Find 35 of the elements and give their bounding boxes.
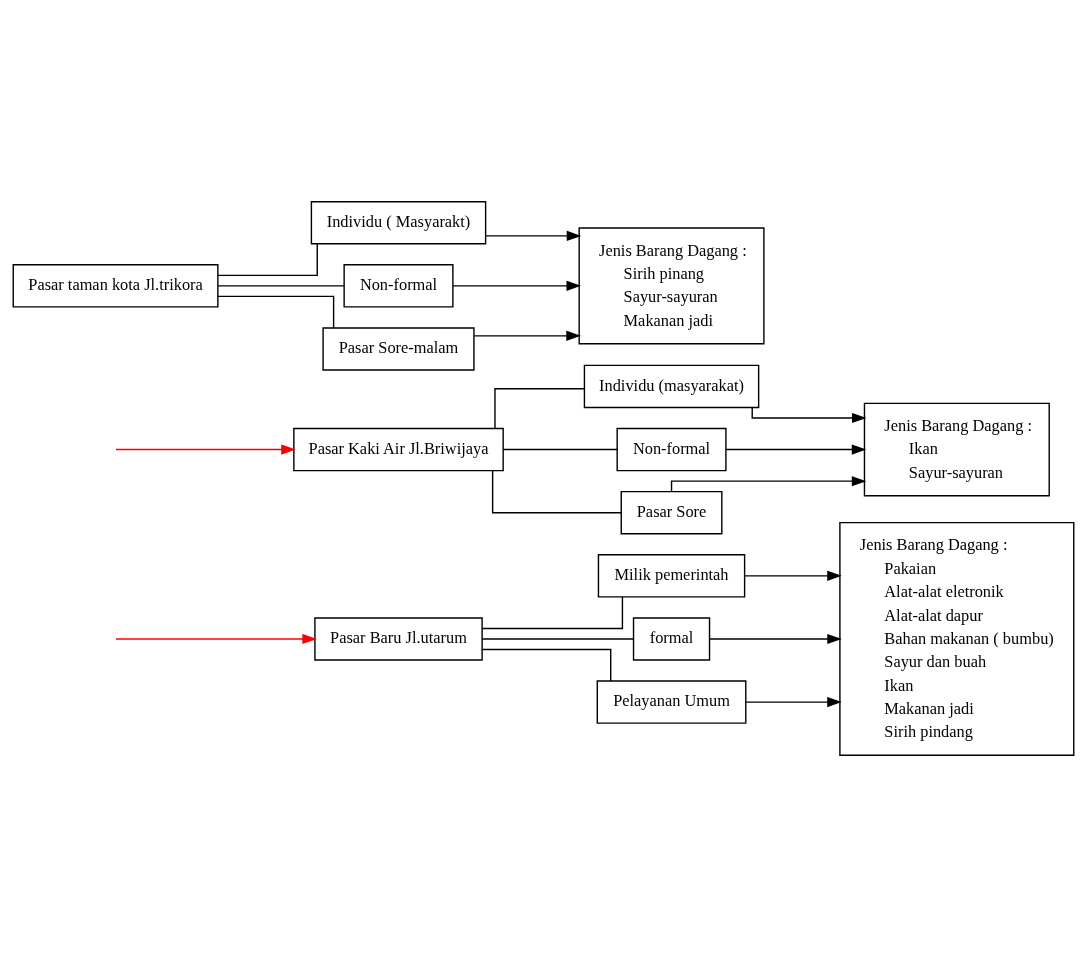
connector bbox=[481, 596, 624, 630]
connector bbox=[481, 648, 612, 682]
connector bbox=[217, 295, 335, 329]
connector bbox=[502, 448, 618, 451]
node-box: Individu (masyarakat) bbox=[583, 364, 760, 409]
arrow bbox=[745, 697, 842, 708]
connector bbox=[481, 638, 634, 640]
node-box: Pasar Kaki Air Jl.Briwijaya bbox=[293, 427, 504, 472]
node-box: Pasar Sore bbox=[620, 490, 723, 535]
node-box: Pasar Sore-malam bbox=[322, 327, 475, 371]
arrow bbox=[473, 330, 581, 341]
node-box: Jenis Barang Dagang : Ikan Sayur-sayuran bbox=[863, 402, 1050, 497]
node-box: Milik pemerintah bbox=[597, 554, 746, 598]
connector bbox=[491, 470, 622, 514]
connector bbox=[217, 243, 318, 277]
arrow bbox=[452, 280, 581, 291]
node-box: Pelayanan Umum bbox=[596, 680, 747, 724]
node-box: Pasar taman kota Jl.trikora bbox=[12, 264, 219, 308]
arrow bbox=[484, 230, 582, 241]
connector bbox=[217, 285, 345, 287]
arrow bbox=[725, 444, 867, 455]
arrow bbox=[751, 406, 867, 424]
node-box: Individu ( Masyarakt) bbox=[310, 201, 487, 245]
arrow bbox=[743, 570, 842, 581]
connector bbox=[494, 388, 585, 429]
arrow bbox=[115, 444, 296, 455]
arrow bbox=[670, 476, 867, 493]
node-box: Non-formal bbox=[616, 427, 727, 472]
node-box: Jenis Barang Dagang : Pakaian Alat-alat eletronik Alat-alat dapur Bahan makanan ( bumbu) Sayur dan buah Ikan Makanan jadi Sirih pindang bbox=[839, 521, 1075, 757]
node-box: Non-formal bbox=[343, 264, 454, 308]
node-box: Jenis Barang Dagang : Sirih pinang Sayur-sayuran Makanan jadi bbox=[578, 227, 765, 345]
arrow bbox=[709, 633, 842, 645]
node-box: formal bbox=[632, 617, 711, 661]
arrow bbox=[115, 633, 317, 645]
node-box: Pasar Baru Jl.utarum bbox=[314, 617, 483, 661]
